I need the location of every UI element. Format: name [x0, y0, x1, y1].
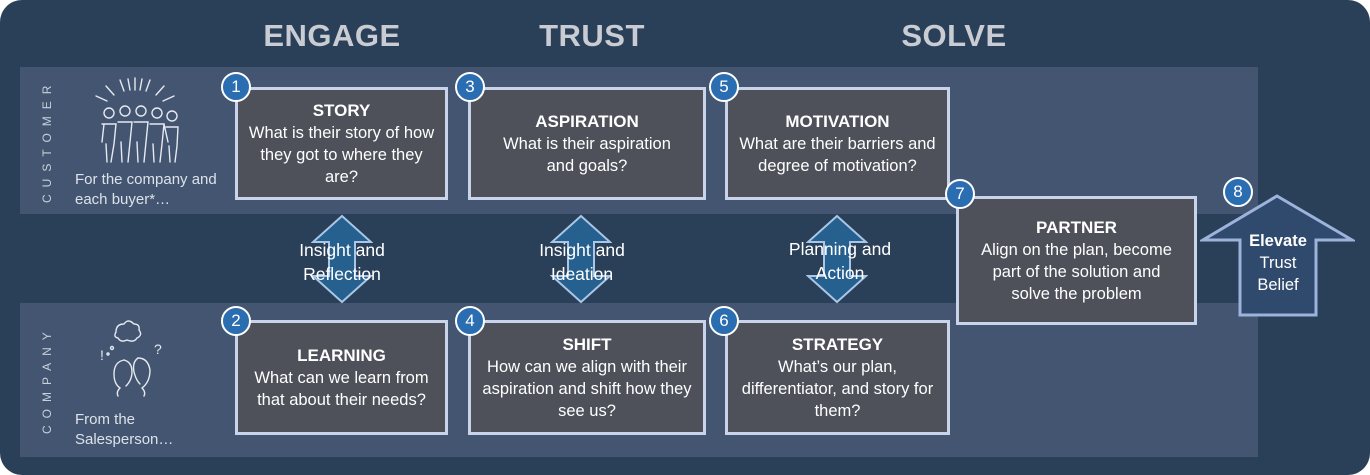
elevate-up-arrow-icon	[1200, 194, 1355, 317]
svg-text:!: !	[100, 347, 104, 363]
stage-solve: SOLVE	[901, 18, 1007, 53]
elevate-title: Elevate	[1249, 232, 1307, 250]
step-number-badge: 6	[709, 306, 739, 336]
step-text: What can we learn from that about their …	[254, 368, 429, 409]
connector-label-3: Planning and Action	[788, 239, 892, 283]
people-group-icon	[95, 77, 179, 163]
step-box-story: STORY What is their story of how they go…	[235, 87, 448, 200]
step-box-strategy: STRATEGY What’s our plan, differentiator…	[725, 320, 950, 435]
step-number-badge: 8	[1223, 177, 1253, 207]
step-number-badge: 2	[221, 306, 251, 336]
elevate-label: Elevate Trust Belief	[1240, 230, 1316, 296]
double-arrow-1-icon	[311, 214, 373, 304]
step-box-shift: SHIFT How can we align with their aspira…	[468, 320, 706, 435]
step-number-badge: 3	[455, 72, 485, 102]
step-number-badge: 5	[709, 72, 739, 102]
double-arrow-2-icon	[550, 214, 612, 304]
company-side-label: COMPANY	[40, 325, 54, 435]
step-text: What are their barriers and degree of mo…	[739, 134, 936, 175]
step-title: ASPIRATION	[535, 111, 639, 131]
step-text: Align on the plan, become part of the so…	[981, 240, 1172, 303]
step-text: What’s our plan, differentiator, and sto…	[741, 357, 934, 420]
step-title: STORY	[312, 100, 371, 120]
svg-text:?: ?	[154, 341, 162, 357]
company-caption: From the Salesperson…	[75, 411, 174, 448]
connector-label-2: Insight and Ideation	[539, 240, 625, 284]
step-number-badge: 4	[455, 306, 485, 336]
step-title: SHIFT	[562, 334, 612, 354]
step-title: PARTNER	[1036, 217, 1117, 237]
step-number-badge: 7	[945, 179, 975, 209]
step-title: LEARNING	[297, 345, 386, 365]
step-title: MOTIVATION	[785, 111, 890, 131]
step-box-aspiration: ASPIRATION What is their aspiration and …	[468, 87, 706, 200]
elevate-text: Trust Belief	[1257, 254, 1299, 294]
customer-side-label: CUSTOMER	[40, 78, 54, 203]
step-text: What is their aspiration and goals?	[503, 134, 671, 175]
double-arrow-3-icon	[806, 214, 868, 304]
connector-label-1: Insight and Reflection	[299, 240, 385, 284]
step-box-partner: PARTNER Align on the plan, become part o…	[956, 196, 1197, 325]
thinking-people-icon: ! ?	[100, 320, 162, 397]
stage-engage: ENGAGE	[263, 18, 401, 53]
step-box-learning: LEARNING What can we learn from that abo…	[235, 320, 448, 435]
stage-trust: TRUST	[539, 18, 645, 53]
step-number-badge: 1	[221, 72, 251, 102]
step-box-motivation: MOTIVATION What are their barriers and d…	[725, 87, 950, 200]
step-text: What is their story of how they got to w…	[248, 123, 435, 186]
step-title: STRATEGY	[791, 334, 884, 354]
customer-caption: For the company and each buyer*…	[75, 171, 217, 208]
step-text: How can we align with their aspiration a…	[482, 357, 692, 420]
